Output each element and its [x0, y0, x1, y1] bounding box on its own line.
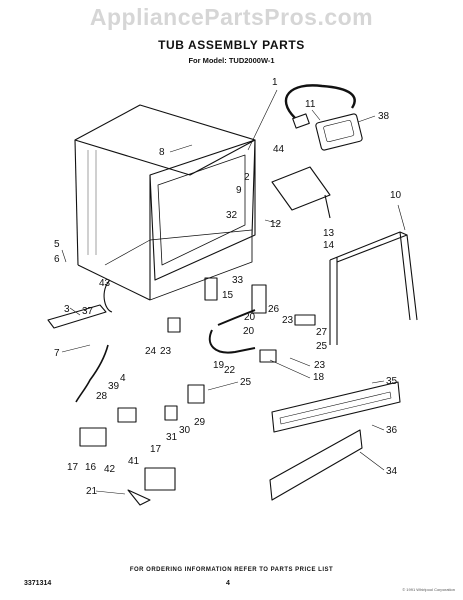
- callout-12: 12: [270, 219, 282, 230]
- callout-33: 33: [232, 275, 244, 286]
- model-subtitle: For Model: TUD2000W-1: [188, 56, 275, 65]
- watermark: AppliancePartsPros.com: [89, 4, 374, 30]
- callout-31: 31: [166, 432, 178, 443]
- callout-28: 28: [96, 391, 108, 402]
- callout-2: 2: [244, 172, 250, 183]
- fine-print: © 1991 Whirlpool Corporation: [402, 587, 455, 592]
- callout-23a: 23: [282, 315, 294, 326]
- callout-20b: 20: [243, 326, 255, 337]
- callout-7: 7: [54, 348, 60, 359]
- page-number: 4: [226, 580, 230, 587]
- callout-34: 34: [386, 466, 398, 477]
- callout-43: 43: [99, 278, 111, 289]
- callout-32: 32: [226, 210, 238, 221]
- filter-panel: [271, 166, 331, 219]
- callout-25a: 25: [316, 341, 328, 352]
- callout-37: 37: [82, 306, 94, 317]
- callout-9: 9: [236, 185, 242, 196]
- callout-17a: 17: [150, 444, 162, 455]
- callout-17b: 17: [67, 462, 79, 473]
- callout-38: 38: [378, 111, 390, 122]
- callout-25b: 25: [240, 377, 252, 388]
- callout-41: 41: [128, 456, 140, 467]
- leader-lines: [61, 89, 406, 495]
- callout-19: 19: [213, 360, 225, 371]
- callout-1: 1: [272, 77, 278, 88]
- tub-outline: [74, 104, 256, 301]
- callout-4: 4: [120, 373, 126, 384]
- callout-20a: 20: [244, 312, 256, 323]
- callout-44: 44: [273, 144, 285, 155]
- callout-29: 29: [194, 417, 206, 428]
- callout-27: 27: [316, 327, 328, 338]
- callout-26: 26: [268, 304, 280, 315]
- callout-21: 21: [86, 486, 98, 497]
- motor-pump-parts: [79, 277, 316, 506]
- callout-labels: 1 11 38 8 44 9 2 10 32 12 13 14 5 6 43 3…: [54, 77, 402, 497]
- callout-13: 13: [323, 228, 335, 239]
- callout-22: 22: [224, 365, 236, 376]
- callout-36: 36: [386, 425, 398, 436]
- frame-assembly: [329, 231, 418, 345]
- page-title: TUB ASSEMBLY PARTS: [158, 38, 305, 52]
- callout-8: 8: [159, 147, 165, 158]
- callout-16: 16: [85, 462, 97, 473]
- callout-15: 15: [222, 290, 234, 301]
- callout-23b: 23: [160, 346, 172, 357]
- callout-3: 3: [64, 304, 70, 315]
- callout-5: 5: [54, 239, 60, 250]
- callout-18: 18: [313, 372, 325, 383]
- callout-30: 30: [179, 425, 191, 436]
- callout-23c: 23: [314, 360, 326, 371]
- hose-assembly: [284, 84, 363, 151]
- callout-11: 11: [305, 99, 316, 110]
- callout-14: 14: [323, 240, 335, 251]
- callout-24: 24: [145, 346, 157, 357]
- callout-42: 42: [104, 464, 116, 475]
- callout-10: 10: [390, 190, 402, 201]
- ordering-note: FOR ORDERING INFORMATION REFER TO PARTS …: [129, 567, 334, 573]
- hinge-bracket: [47, 279, 113, 403]
- callout-35: 35: [386, 376, 398, 387]
- toe-panel: [269, 381, 401, 501]
- document-number: 3371314: [24, 580, 52, 587]
- callout-39: 39: [108, 381, 120, 392]
- callout-6: 6: [54, 254, 60, 265]
